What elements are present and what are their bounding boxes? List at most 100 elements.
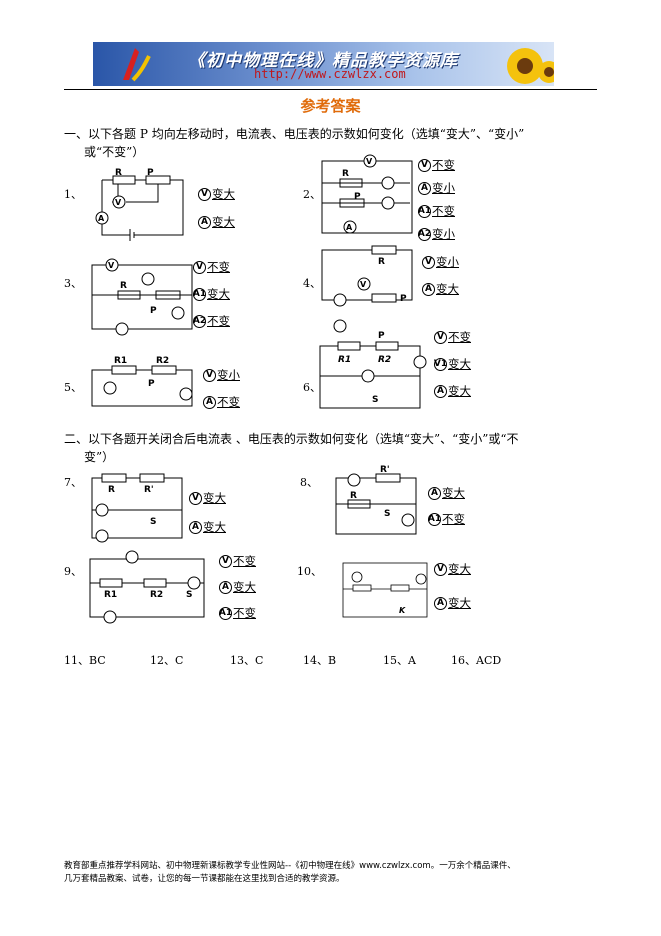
problem-8-number: 8、 — [300, 476, 318, 489]
meter-icon: V — [198, 187, 211, 201]
section1-line2: 或“不变”） — [84, 145, 145, 159]
answer-value: 变大 — [448, 562, 471, 576]
svg-text:P: P — [400, 294, 407, 304]
svg-text:R1: R1 — [338, 355, 351, 365]
sunflower-image — [507, 48, 554, 84]
svg-text:K: K — [399, 606, 406, 615]
answer-value: 不变 — [432, 158, 455, 172]
banner-url: http://www.czwlzx.com — [254, 67, 406, 81]
meter-icon: V — [219, 554, 232, 568]
meter-icon: A — [428, 486, 441, 500]
svg-text:P: P — [147, 168, 154, 178]
answer-value: 变小 — [436, 255, 459, 269]
answer-value: 变大 — [448, 596, 471, 610]
svg-text:R: R — [342, 169, 349, 179]
meter-icon: V — [189, 491, 202, 505]
svg-text:P: P — [150, 306, 157, 316]
answer-value: 变大 — [436, 282, 459, 296]
meter-icon: A — [198, 215, 211, 229]
footer-line2: 几万套精品教案、试卷，让您的每一节课都能在这里找到合适的教学资源。 — [64, 874, 345, 884]
answer-value: 变大 — [448, 384, 471, 398]
meter-icon: A — [203, 395, 216, 409]
section2-line2: 变”） — [84, 450, 115, 464]
meter-icon: A1 — [417, 204, 432, 218]
svg-text:R: R — [120, 281, 127, 291]
svg-text:R: R — [378, 257, 385, 267]
svg-text:V: V — [108, 261, 115, 270]
answer-value: 变小 — [432, 181, 455, 195]
svg-text:P: P — [354, 192, 361, 202]
choice-answer: 13、C — [230, 654, 264, 667]
problem-2-number: 2、 — [303, 188, 321, 201]
answer-value: 不变 — [217, 395, 240, 409]
problem-5-number: 5、 — [64, 381, 82, 394]
page-footer: 教育部重点推荐学科网站、初中物理新课标教学专业性网站--《初中物理在线》www.… — [64, 860, 604, 886]
svg-text:R: R — [115, 168, 122, 178]
banner-title: 《初中物理在线》精品教学资源库 — [188, 51, 458, 71]
choice-answer: 14、B — [303, 654, 337, 667]
answer-value: 不变 — [233, 554, 256, 568]
answer-value: 不变 — [233, 606, 256, 620]
meter-icon: A1 — [427, 512, 442, 526]
circuit-diagram-10: K — [342, 562, 428, 618]
answer-value: 变大 — [212, 215, 235, 229]
meter-icon: A1 — [192, 287, 207, 301]
meter-icon: A2 — [417, 227, 432, 241]
section2-line1: 二、以下各题开关闭合后电流表 、电压表的示数如何变化（选填“变大”、“变小”或“… — [64, 432, 519, 446]
meter-icon: V — [434, 330, 447, 344]
svg-text:R2: R2 — [156, 356, 169, 366]
problem-4-number: 4、 — [303, 277, 321, 290]
svg-text:P: P — [148, 379, 155, 389]
svg-text:R: R — [350, 491, 357, 501]
svg-text:R1: R1 — [104, 590, 117, 600]
circuit-diagram-8: R' R S — [335, 465, 417, 535]
circuit-diagram-6: R1 R2 P S — [319, 319, 427, 409]
svg-text:S: S — [372, 395, 378, 405]
page-title: 参考答案 — [300, 97, 361, 115]
svg-text:R': R' — [144, 485, 154, 495]
choice-answer: 15、A — [383, 654, 416, 667]
meter-icon: A — [189, 520, 202, 534]
meter-icon: A — [418, 181, 431, 195]
svg-text:V: V — [115, 198, 122, 207]
problem-1-number: 1、 — [64, 188, 82, 201]
circuit-diagram-7: R R' S — [91, 473, 183, 543]
meter-icon: A — [434, 596, 447, 610]
meter-icon: V — [203, 368, 216, 382]
circuit-diagram-2: V R P A — [321, 154, 413, 234]
answer-value: 变小 — [432, 227, 455, 241]
svg-text:R: R — [108, 485, 115, 495]
choice-answer: 11、BC — [64, 654, 106, 667]
meter-icon: V — [418, 158, 431, 172]
problem-6-number: 6、 — [303, 381, 321, 394]
meter-icon: A1 — [218, 606, 233, 620]
circuit-diagram-4: R P V — [321, 245, 413, 307]
choice-answer: 12、C — [150, 654, 184, 667]
circuit-diagram-5: R1 R2 P — [91, 356, 193, 407]
problem-3-number: 3、 — [64, 277, 82, 290]
circuit-diagram-3: V R P — [91, 258, 193, 336]
